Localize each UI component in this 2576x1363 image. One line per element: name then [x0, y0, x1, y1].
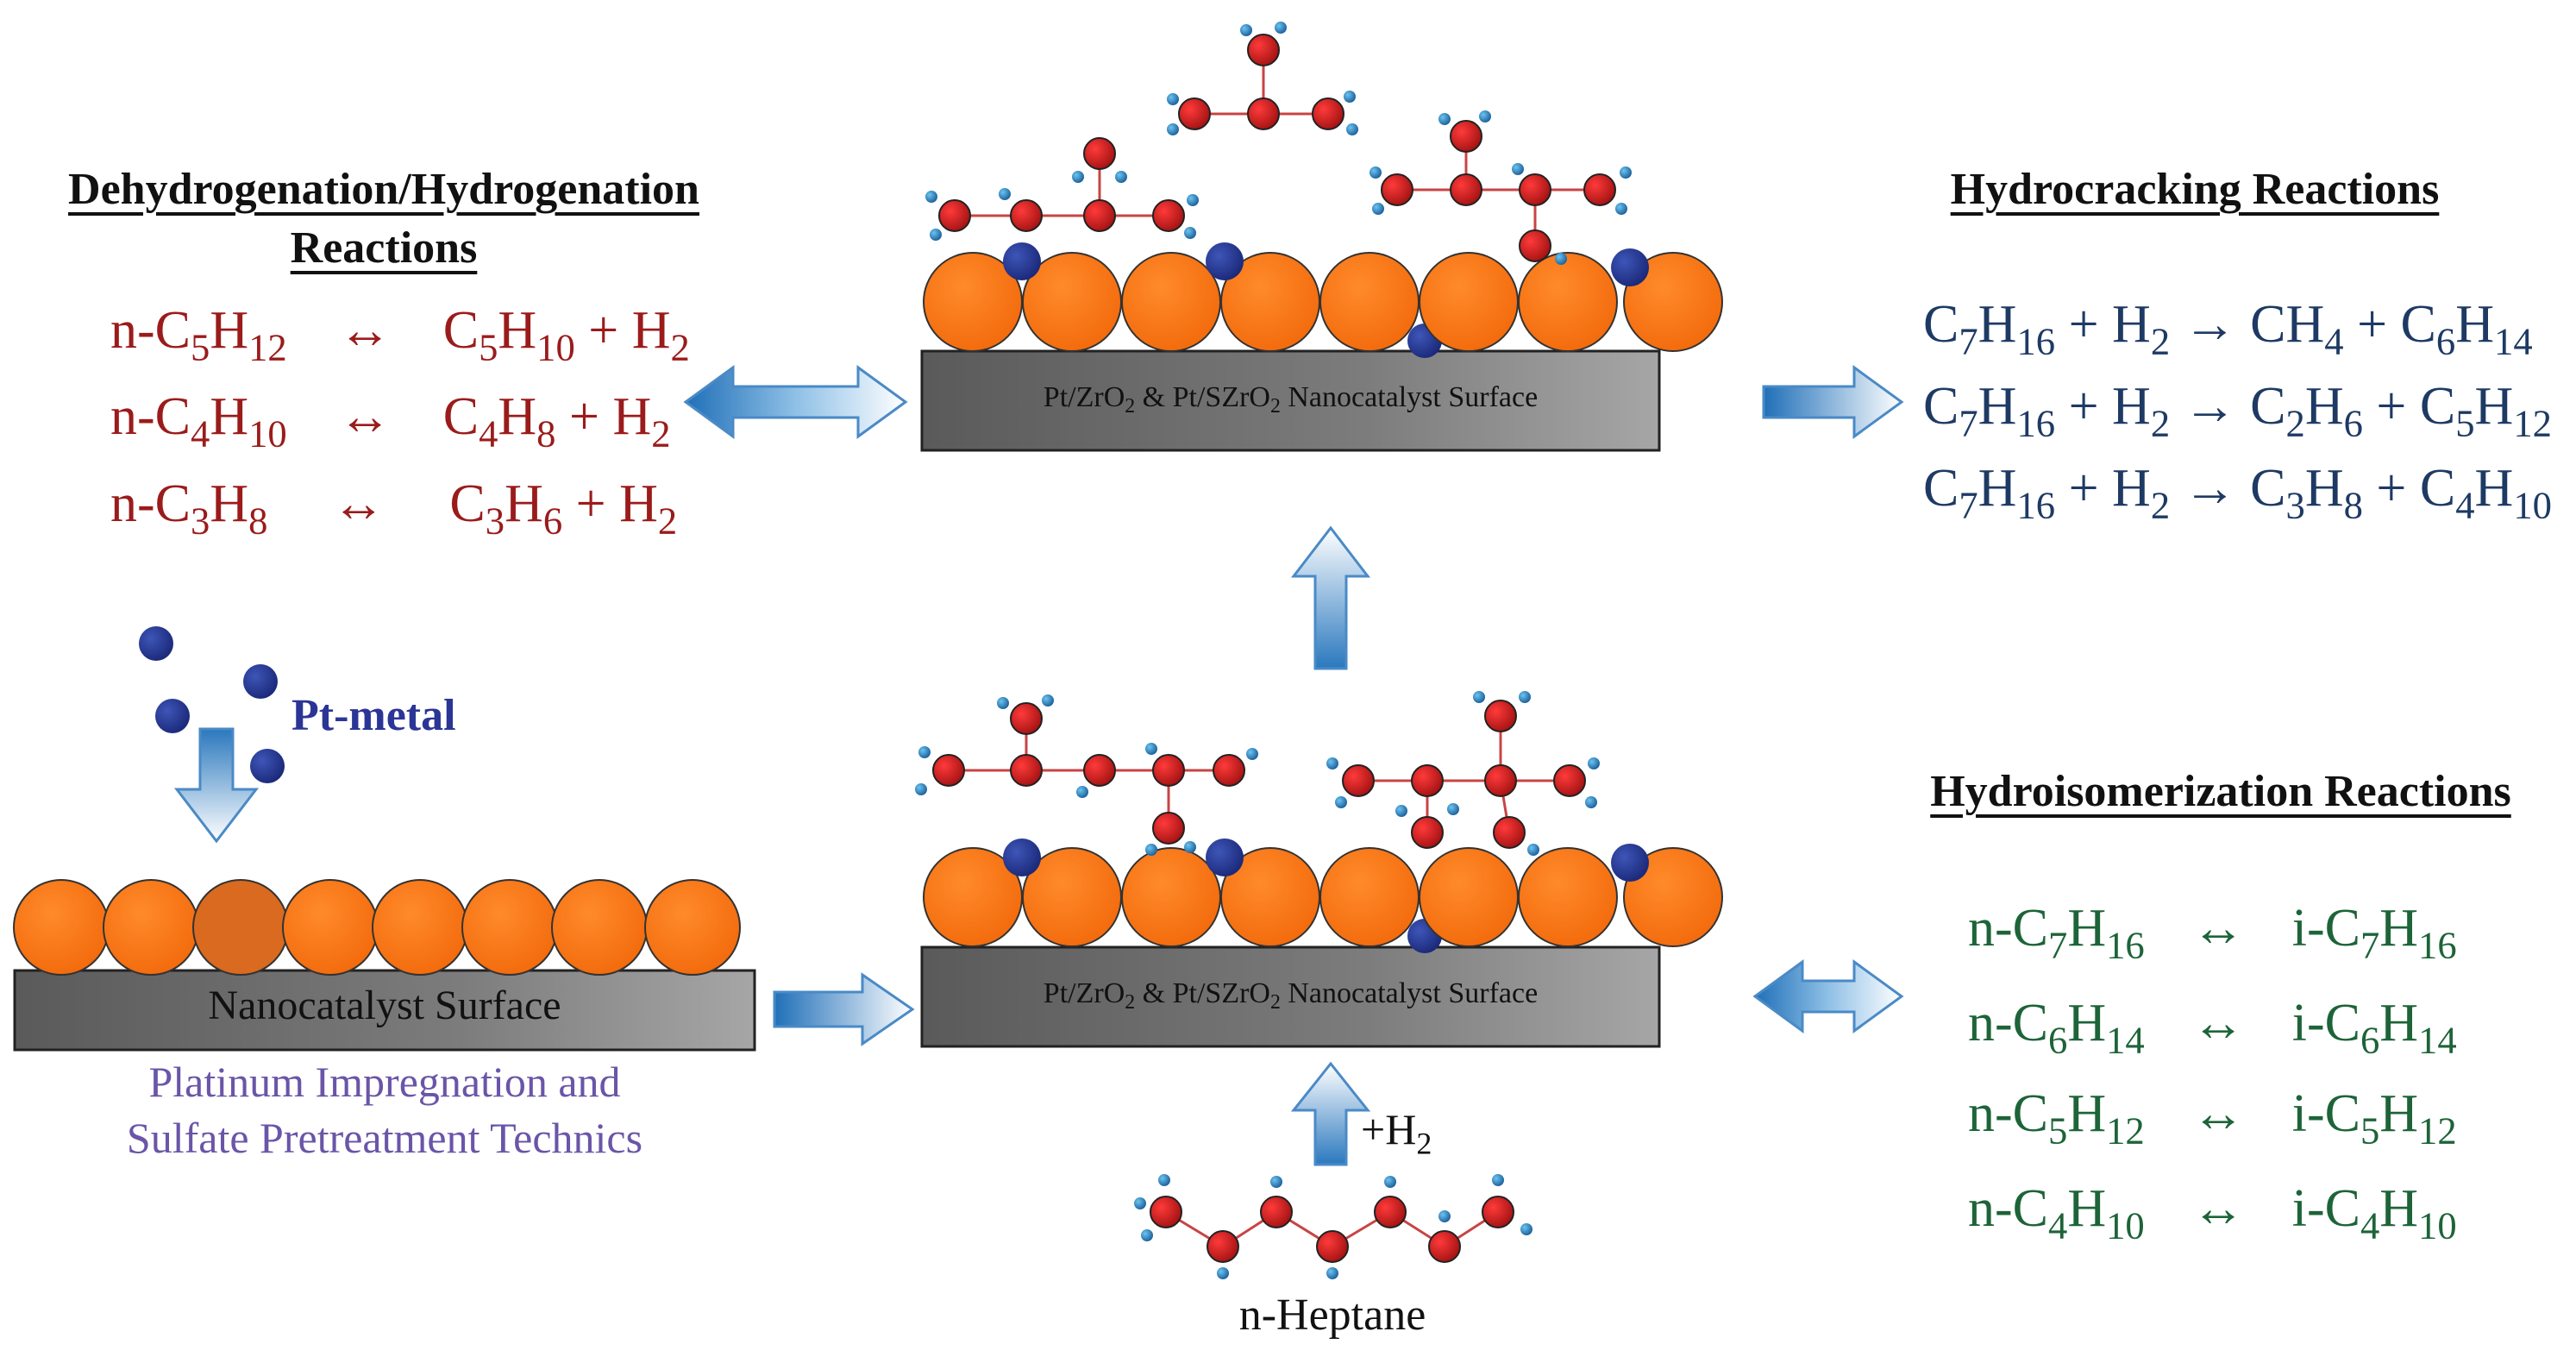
upper-surface-slab	[920, 349, 1661, 452]
pt-particle	[139, 626, 173, 661]
molecule-isoheptane-lower-left	[915, 694, 1258, 856]
lower-zro2-spheres	[923, 847, 1723, 947]
upper-surface-label: Pt/ZrO2 & Pt/SZrO2 Nanocatalyst Surface	[922, 381, 1659, 417]
dehydrogenation-eq-2: n-C4H10 ↔ C4H8 + H2	[110, 387, 671, 455]
lower-label-part: Pt/ZrO	[1043, 977, 1125, 1009]
bare-zro2-spheres	[13, 879, 741, 976]
zro2-sphere	[1518, 847, 1618, 947]
upper-label-part: Nanocatalyst Surface	[1280, 381, 1539, 413]
h2-label-sub: 2	[1416, 1126, 1432, 1161]
upper-catalyst-surface	[920, 242, 1723, 452]
zro2-sphere	[1121, 847, 1221, 947]
lower-label-sub: 2	[1125, 991, 1136, 1014]
zro2-sphere	[13, 879, 110, 976]
upper-zro2-spheres	[923, 252, 1723, 352]
lower-label-part: & Pt/SZrO	[1135, 977, 1270, 1009]
hydrocracking-eq-2: C7H16 + H2 → C2H6 + C5H12	[1923, 377, 2552, 445]
molecule-n-heptane	[1134, 1174, 1532, 1279]
pt-particle	[250, 749, 285, 783]
h2-label: +H2	[1361, 1104, 1432, 1159]
zro2-sphere	[192, 879, 289, 976]
bare-surface-label: Nanocatalyst Surface	[208, 983, 561, 1028]
impregnation-label-line1: Platinum Impregnation and	[148, 1058, 621, 1106]
arrow-to-lower-surface	[773, 972, 915, 1046]
lower-surface-slab	[920, 945, 1661, 1048]
dehydrogenation-eq-3: n-C3H8 ↔ C3H6 + H2	[110, 474, 678, 543]
zro2-sphere	[461, 879, 558, 976]
zro2-sphere	[644, 879, 741, 976]
pt-particle	[1611, 248, 1649, 286]
upper-label-part: Pt/ZrO	[1043, 381, 1125, 413]
zro2-sphere	[1623, 252, 1723, 352]
molecule-isoheptane-lower-right	[1326, 691, 1600, 856]
lower-label-part: Nanocatalyst Surface	[1280, 977, 1539, 1009]
pt-particle	[1611, 844, 1649, 882]
hydrocracking-eq-1: C7H16 + H2 → CH4 + C6H14	[1923, 295, 2533, 363]
zro2-sphere	[372, 879, 468, 976]
deposition-arrow	[173, 727, 260, 844]
zro2-sphere	[1319, 847, 1420, 947]
hydroisomerization-eq-3: n-C5H12 ↔ i-C5H12	[1968, 1084, 2457, 1153]
zro2-sphere	[1623, 847, 1723, 947]
hydroisomerization-eq-4: n-C4H10 ↔ i-C4H10	[1968, 1179, 2457, 1247]
pt-metal-label: Pt-metal	[291, 691, 456, 740]
pt-particle	[155, 699, 190, 733]
pt-particle	[1206, 242, 1244, 280]
molecule-isoheptane-upper-left	[925, 137, 1199, 241]
pt-particle	[1003, 839, 1041, 876]
zro2-sphere	[551, 879, 648, 976]
pt-particle	[243, 664, 278, 699]
zro2-sphere	[282, 879, 379, 976]
pt-metal-particles	[139, 626, 285, 783]
zro2-sphere	[103, 879, 199, 976]
dehydrogenation-eq-1: n-C5H12 ↔ C5H10 + H2	[110, 301, 690, 369]
arrow-heptane-to-surface	[1290, 1061, 1371, 1166]
hydroisomerization-eq-1: n-C7H16 ↔ i-C7H16	[1968, 899, 2457, 967]
lower-label-sub: 2	[1269, 991, 1281, 1014]
upper-label-sub: 2	[1125, 395, 1136, 418]
hydrocracking-heading: Hydrocracking Reactions	[1950, 165, 2440, 214]
pt-particle	[1206, 839, 1244, 876]
zro2-sphere	[1518, 252, 1618, 352]
lower-surface-label: Pt/ZrO2 & Pt/SZrO2 Nanocatalyst Surface	[922, 977, 1659, 1013]
bare-nanocatalyst-surface	[13, 879, 756, 1052]
molecule-isoheptane-upper-right	[1369, 110, 1632, 265]
hydroisomerization-heading: Hydroisomerization Reactions	[1930, 767, 2511, 816]
bare-surface-slab	[13, 969, 756, 1052]
double-arrow-hydroisomerization	[1752, 959, 1904, 1033]
molecule-fragment-upper-top	[1167, 22, 1358, 135]
arrow-lower-to-upper	[1290, 525, 1371, 670]
zro2-sphere	[1419, 252, 1519, 352]
n-heptane-label: n-Heptane	[1238, 1291, 1426, 1340]
hydrocracking-eq-3: C7H16 + H2 → C3H8 + C4H10	[1923, 459, 2552, 527]
zro2-sphere	[1419, 847, 1519, 947]
upper-label-part: & Pt/SZrO	[1135, 381, 1270, 413]
dehydrogenation-heading-line1: Dehydrogenation/Hydrogenation	[68, 165, 699, 214]
double-arrow-dehydrogenation	[683, 365, 908, 439]
hydroisomerization-eq-2: n-C6H14 ↔ i-C6H14	[1968, 994, 2457, 1062]
zro2-sphere	[1121, 252, 1221, 352]
h2-label-text: +H	[1361, 1105, 1417, 1153]
pt-particle	[1003, 242, 1041, 280]
arrow-to-hydrocracking	[1762, 365, 1904, 439]
impregnation-label-line2: Sulfate Pretreatment Technics	[126, 1114, 643, 1162]
lower-catalyst-surface	[920, 839, 1723, 1048]
upper-label-sub: 2	[1269, 395, 1281, 418]
dehydrogenation-heading-line2: Reactions	[290, 223, 478, 273]
zro2-sphere	[1319, 252, 1420, 352]
